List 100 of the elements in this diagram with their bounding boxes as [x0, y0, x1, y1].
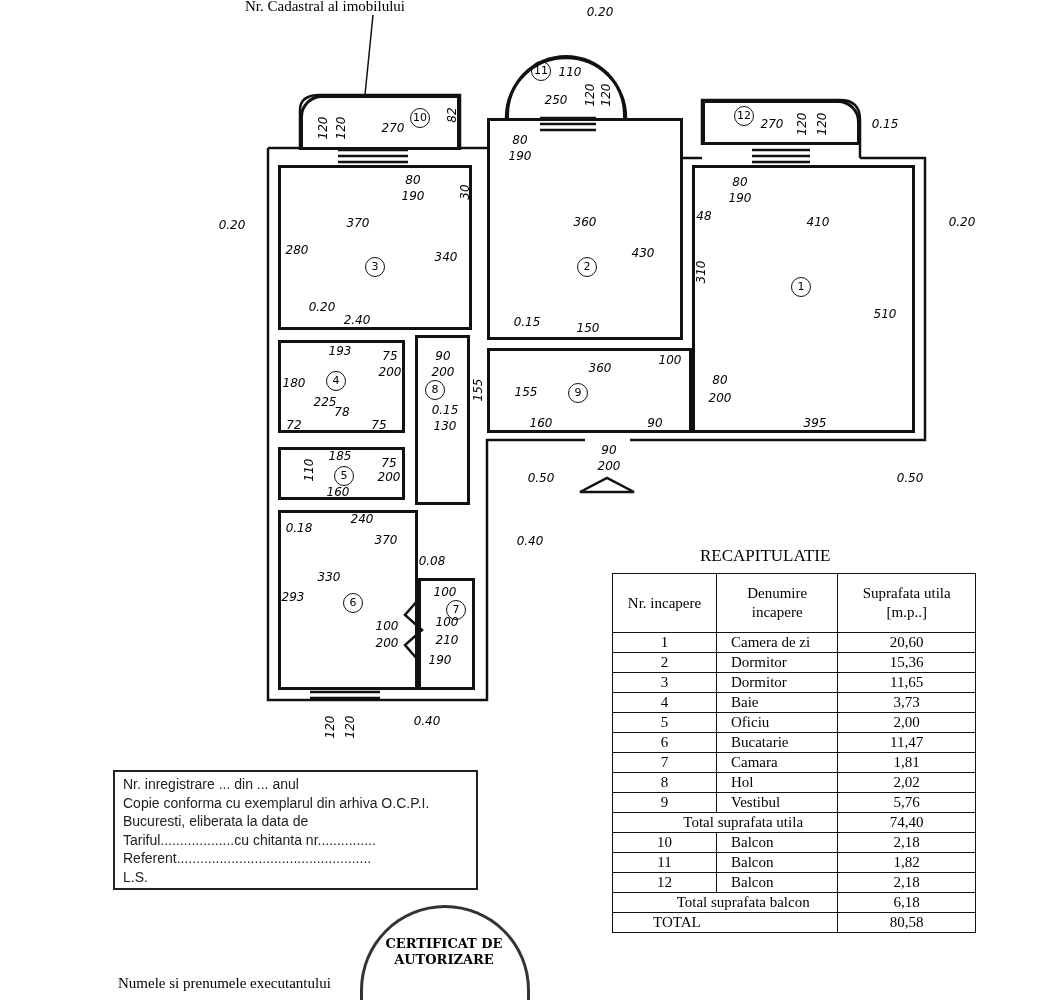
- dimension-label: 160: [529, 417, 553, 429]
- dimension-label: 190: [428, 654, 452, 666]
- table-cell: 4: [612, 692, 717, 713]
- room: [415, 335, 470, 505]
- table-cell: Total suprafata balcon: [612, 892, 838, 913]
- dimension-label: 75: [381, 457, 397, 469]
- dimension-label: 110: [558, 66, 582, 78]
- table-cell: 5,76: [837, 792, 976, 813]
- dimension-label: 80: [712, 374, 728, 386]
- dimension-label: 0.15: [871, 118, 899, 130]
- stamp-text: Bucuresti, eliberata la data de: [123, 812, 309, 831]
- table-cell: 80,58: [837, 912, 976, 933]
- dimension-label: 185: [328, 450, 352, 462]
- stamp-box: [113, 770, 478, 890]
- dimension-label: 190: [728, 192, 752, 204]
- column-header: Suprafata utila [m.p..]: [837, 573, 976, 633]
- dimension-label: 210: [435, 634, 459, 646]
- table-cell: Dormitor: [716, 652, 838, 673]
- table-cell: Total suprafata utila: [612, 812, 838, 833]
- table-cell: Vestibul: [716, 792, 838, 813]
- table-cell: 3,73: [837, 692, 976, 713]
- table-cell: 1: [612, 632, 717, 653]
- dimension-label: 160: [326, 486, 350, 498]
- table-cell: Camara: [716, 752, 838, 773]
- dimension-label: 72: [286, 419, 302, 431]
- table-cell: 74,40: [837, 812, 976, 833]
- dimension-label: 510: [873, 308, 897, 320]
- stamp-text: Referent..................................................: [123, 849, 372, 868]
- column-header: Nr. incapere: [612, 573, 717, 633]
- dimension-label: 75: [371, 419, 387, 431]
- table-cell: 2,18: [837, 872, 976, 893]
- dimension-label: 0.20: [218, 219, 246, 231]
- dimension-label: 0.50: [527, 472, 555, 484]
- dimension-label: 190: [508, 150, 532, 162]
- dimension-label: 200: [431, 366, 455, 378]
- room: [278, 447, 405, 500]
- dimension-label: 120: [324, 715, 336, 739]
- dimension-label: 110: [303, 458, 315, 482]
- table-cell: 3: [612, 672, 717, 693]
- dimension-label: 330: [317, 571, 341, 583]
- dimension-label: 2.40: [343, 314, 371, 326]
- stamp-text: Nr. inregistrare ... din ... anul: [123, 775, 299, 794]
- dimension-label: 78: [334, 406, 350, 418]
- dimension-label: 200: [597, 460, 621, 472]
- dimension-label: 370: [346, 217, 370, 229]
- dimension-label: 250: [544, 94, 568, 106]
- dimension-label: 240: [350, 513, 374, 525]
- table-cell: 11,65: [837, 672, 976, 693]
- table-cell: Balcon: [716, 852, 838, 873]
- stamp-text: Copie conforma cu exemplarul din arhiva O.C.P.I.: [123, 793, 430, 812]
- dimension-label: 360: [588, 362, 612, 374]
- table-cell: 7: [612, 752, 717, 773]
- room: [278, 165, 472, 330]
- stamp-text: L.S.: [123, 867, 148, 886]
- table-cell: 20,60: [837, 632, 976, 653]
- table-cell: 2: [612, 652, 717, 673]
- dimension-label: 0.40: [413, 715, 441, 727]
- caption-text: Nr. Cadastral al imobilului: [245, 0, 405, 15]
- dimension-label: 410: [806, 216, 830, 228]
- table-cell: Hol: [716, 772, 838, 793]
- room: [278, 340, 405, 433]
- table-cell: 8: [612, 772, 717, 793]
- seal-text: CERTIFICAT DE AUTORIZARE: [384, 936, 504, 968]
- dimension-label: 0.08: [418, 555, 446, 567]
- signature-line-text: Numele si prenumele executantului: [118, 975, 331, 992]
- dimension-label: 100: [375, 620, 399, 632]
- dimension-label: 120: [344, 715, 356, 739]
- dimension-label: 340: [434, 251, 458, 263]
- room: [487, 348, 692, 433]
- table-cell: 11: [612, 852, 717, 873]
- dimension-label: 200: [375, 637, 399, 649]
- dimension-label: 270: [381, 122, 405, 134]
- dimension-label: 0.15: [431, 404, 459, 416]
- dimension-label: 150: [576, 322, 600, 334]
- dimension-label: 155: [472, 378, 484, 402]
- dimension-label: 190: [401, 190, 425, 202]
- dimension-label: 200: [708, 392, 732, 404]
- dimension-label: 280: [285, 244, 309, 256]
- dimension-label: 90: [435, 350, 451, 362]
- dimension-label: 0.20: [586, 6, 614, 18]
- dimension-label: 430: [631, 247, 655, 259]
- dimension-label: 100: [658, 354, 682, 366]
- dimension-label: 270: [760, 118, 784, 130]
- seal-stamp: [360, 905, 530, 1000]
- dimension-label: 310: [695, 260, 707, 284]
- table-cell: Bucatarie: [716, 732, 838, 753]
- dimension-label: 0.40: [516, 535, 544, 547]
- table-cell: Oficiu: [716, 712, 838, 733]
- dimension-label: 0.20: [948, 216, 976, 228]
- dimension-label: 155: [514, 386, 538, 398]
- dimension-label: 360: [573, 216, 597, 228]
- dimension-label: 193: [328, 345, 352, 357]
- dimension-label: 80: [405, 174, 421, 186]
- table-cell: 11,47: [837, 732, 976, 753]
- dimension-label: 120: [335, 116, 347, 140]
- table-title: RECAPITULATIE: [700, 546, 831, 566]
- dimension-label: 120: [816, 112, 828, 136]
- dimension-label: 80: [732, 176, 748, 188]
- dimension-label: 80: [512, 134, 528, 146]
- dimension-label: 75: [382, 350, 398, 362]
